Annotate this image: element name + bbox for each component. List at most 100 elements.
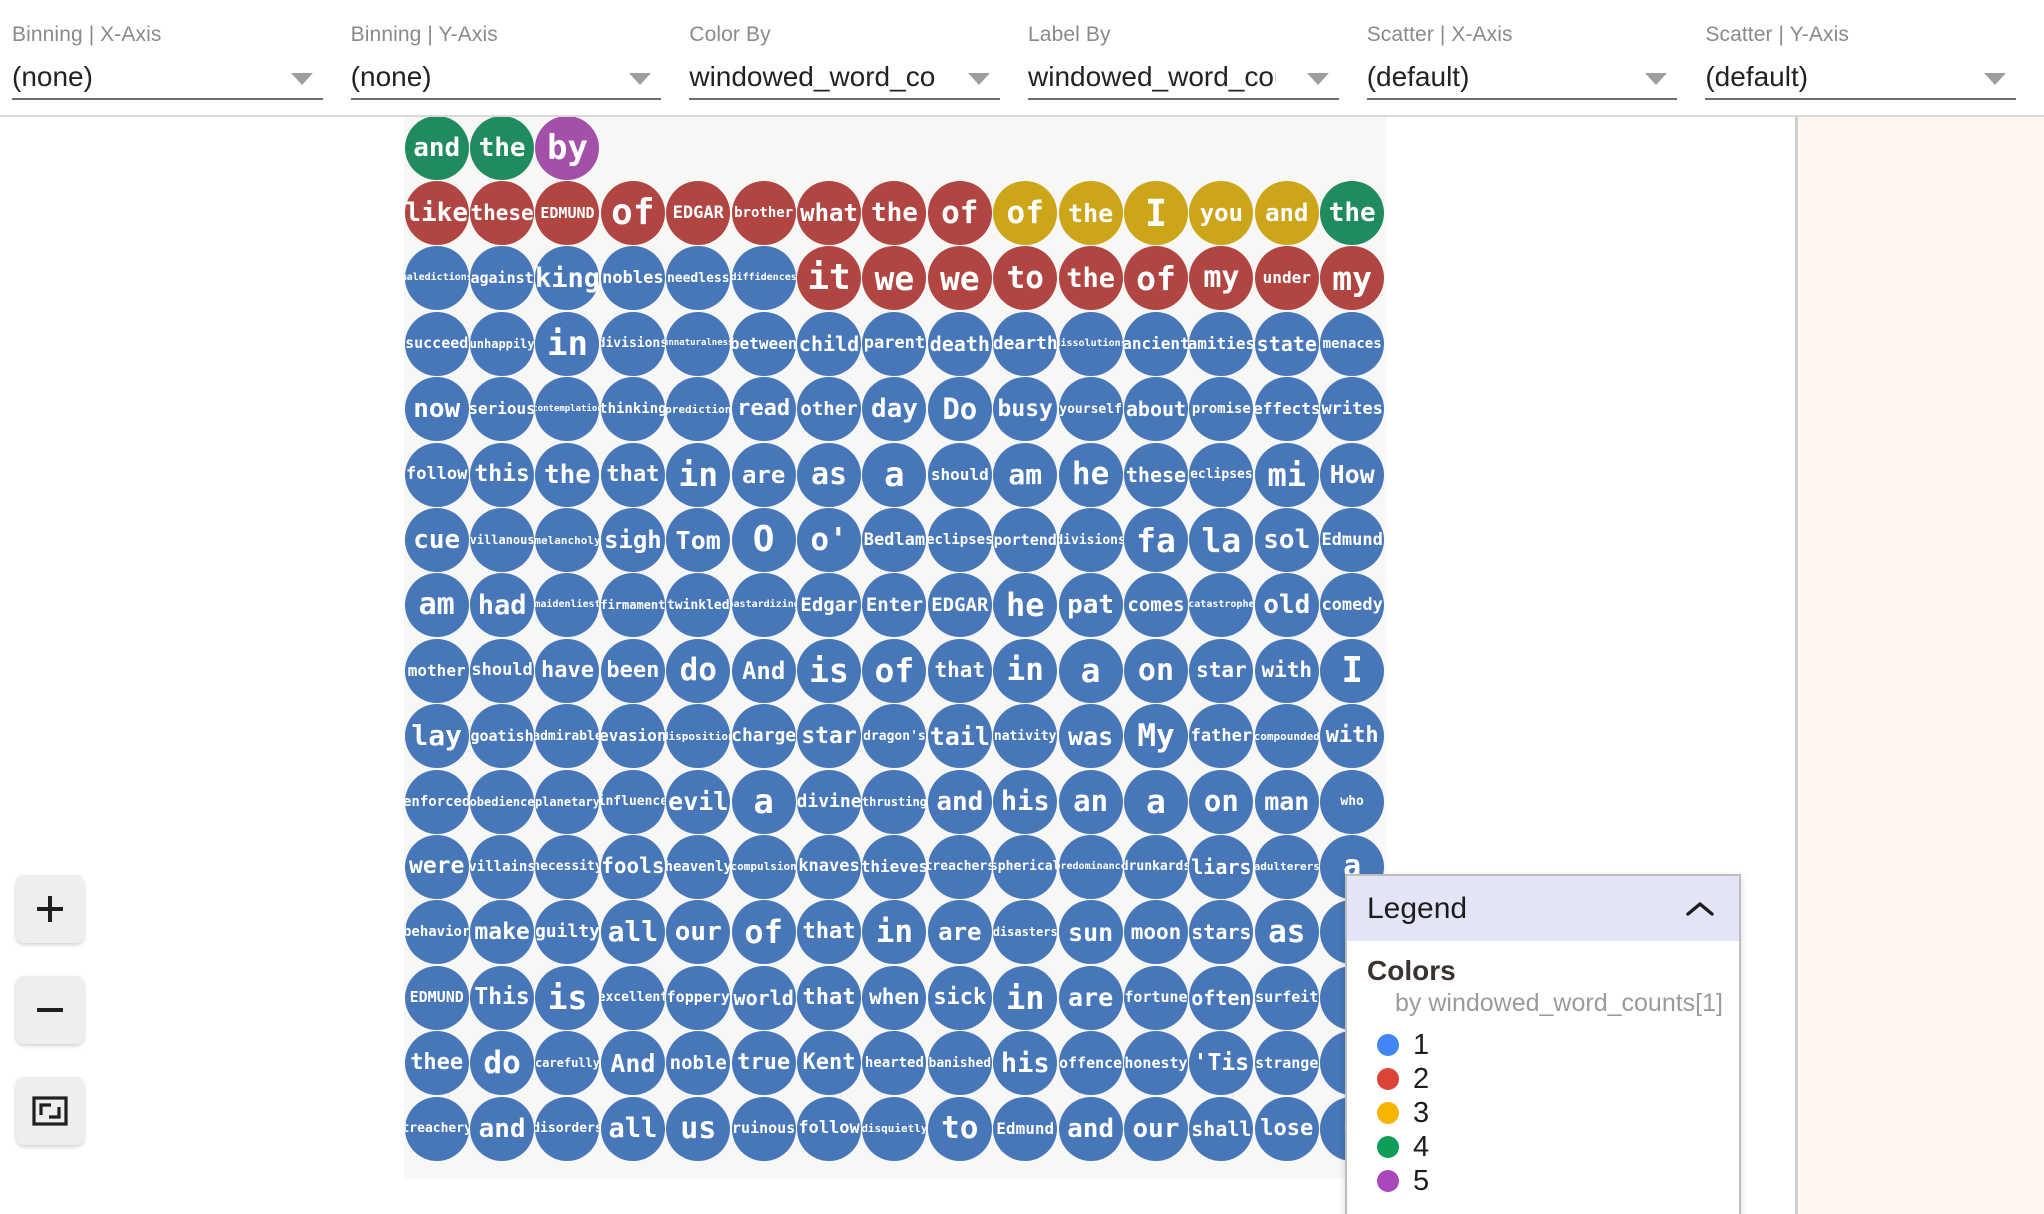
bubble-point[interactable]: treachery [404,1096,469,1161]
bubble-point[interactable]: in [993,638,1058,703]
bubble-point[interactable]: eclipses [1189,442,1254,507]
bubble-point[interactable]: do [666,638,731,703]
bubble-point[interactable]: twinkled [666,573,731,638]
bubble-point[interactable]: lose [1254,1096,1319,1161]
bubble-point[interactable]: should [927,442,992,507]
zoom-in-button[interactable] [16,875,84,943]
bubble-point[interactable]: catastrophe [1189,573,1254,638]
bubble-point[interactable]: are [731,442,796,507]
bubble-point[interactable]: My [1123,704,1188,769]
bubble-point[interactable]: mi [1254,442,1319,507]
bubble-point[interactable]: menaces [1320,311,1385,376]
bubble-point[interactable]: dragon's [862,704,927,769]
bubble-point[interactable]: noble [666,1031,731,1096]
bubble-point[interactable]: it [797,246,862,311]
bubble-point[interactable]: pat [1058,573,1123,638]
bubble-point[interactable]: fools [600,834,665,899]
bubble-point[interactable]: disasters [993,900,1058,965]
bubble-point[interactable]: were [404,834,469,899]
bubble-point[interactable]: treachers [927,834,992,899]
bubble-point[interactable]: obedience [470,769,535,834]
bubble-point[interactable]: an [1058,769,1123,834]
bubble-point[interactable]: behavior [404,900,469,965]
bubble-point[interactable]: thrusting [862,769,927,834]
bubble-point[interactable]: and [470,1096,535,1161]
bubble-point[interactable]: and [404,117,469,180]
chevron-up-icon[interactable] [1685,900,1715,918]
bubble-point[interactable]: ancient [1123,311,1188,376]
bubble-point[interactable]: his [993,769,1058,834]
bubble-point[interactable]: How [1320,442,1385,507]
bubble-point[interactable]: carefully [535,1031,600,1096]
bubble-point[interactable]: la [1189,508,1254,573]
bubble-point[interactable]: true [731,1031,796,1096]
bubble-point[interactable]: world [731,965,796,1030]
bubble-point[interactable]: is [797,638,862,703]
bubble-point[interactable]: unhappily [470,311,535,376]
bubble-point[interactable]: adulterers [1254,834,1319,899]
bubble-point[interactable]: hearted [862,1031,927,1096]
bubble-point[interactable]: This [470,965,535,1030]
bubble-point[interactable]: old [1254,573,1319,638]
bubble-point[interactable]: tail [927,704,992,769]
bubble-point[interactable]: guilty [535,900,600,965]
bubble-point[interactable]: the [470,117,535,180]
bubble-point[interactable]: of [993,181,1058,246]
bubble-point[interactable]: his [993,1031,1058,1096]
bubble-point[interactable]: Kent [797,1031,862,1096]
bubble-point[interactable]: succeed [404,311,469,376]
bubble-point[interactable]: the [1058,246,1123,311]
bubble-point[interactable]: father [1189,704,1254,769]
bubble-point[interactable]: villanous [470,508,535,573]
bubble-point[interactable]: unnaturalness [666,311,731,376]
bubble-point[interactable]: ruinous [731,1096,796,1161]
bubble-point[interactable]: Enter [862,573,927,638]
bubble-point[interactable]: EDGAR [666,181,731,246]
bubble-point[interactable]: follow [797,1096,862,1161]
bubble-point[interactable]: compounded [1254,704,1319,769]
bubble-point[interactable]: brother [731,181,796,246]
bubble-point[interactable]: honesty [1123,1031,1188,1096]
bubble-point[interactable]: offence [1058,1031,1123,1096]
bubble-point[interactable]: read [731,377,796,442]
bubble-point[interactable]: these [1123,442,1188,507]
bubble-point[interactable]: effects [1254,377,1319,442]
bubble-point[interactable]: maidenliest [535,573,600,638]
bubble-point[interactable]: these [470,181,535,246]
bubble-point[interactable]: you [1189,181,1254,246]
bubble-point[interactable]: this [470,442,535,507]
bubble-point[interactable]: predominance [1058,834,1123,899]
bubble-point[interactable]: charge [731,704,796,769]
bubble-point[interactable]: EDMUND [535,181,600,246]
bubble-point[interactable]: disposition [666,704,731,769]
bubble-point[interactable]: eclipses [927,508,992,573]
bubble-point[interactable]: banished [927,1031,992,1096]
bubble-point[interactable]: portend [993,508,1058,573]
bubble-point[interactable]: the [1058,181,1123,246]
bubble-point[interactable]: divisions [600,311,665,376]
bubble-point[interactable]: I [1320,638,1385,703]
bubble-point[interactable]: needless [666,246,731,311]
bubble-point[interactable]: am [404,573,469,638]
bubble-point[interactable]: lay [404,704,469,769]
bubble-point[interactable]: like [404,181,469,246]
bubble-point[interactable]: bastardizing [731,573,796,638]
bubble-point[interactable]: shall [1189,1096,1254,1161]
bubble-point[interactable]: Tom [666,508,731,573]
bubble-point[interactable]: in [666,442,731,507]
bubble-point[interactable]: often [1189,965,1254,1030]
bubble-point[interactable]: mother [404,638,469,703]
bubble-point[interactable]: under [1254,246,1319,311]
bubble-point[interactable]: are [927,900,992,965]
bubble-point[interactable]: all [600,900,665,965]
bubble-point[interactable]: star [797,704,862,769]
bubble-point[interactable]: of [1123,246,1188,311]
bubble-point[interactable]: writes [1320,377,1385,442]
bubble-point[interactable]: have [535,638,600,703]
bubble-point[interactable]: in [535,311,600,376]
bubble-point[interactable]: against [470,246,535,311]
bubble-point[interactable]: he [1058,442,1123,507]
bubble-point[interactable]: parent [862,311,927,376]
legend-item[interactable]: 3 [1367,1096,1719,1130]
